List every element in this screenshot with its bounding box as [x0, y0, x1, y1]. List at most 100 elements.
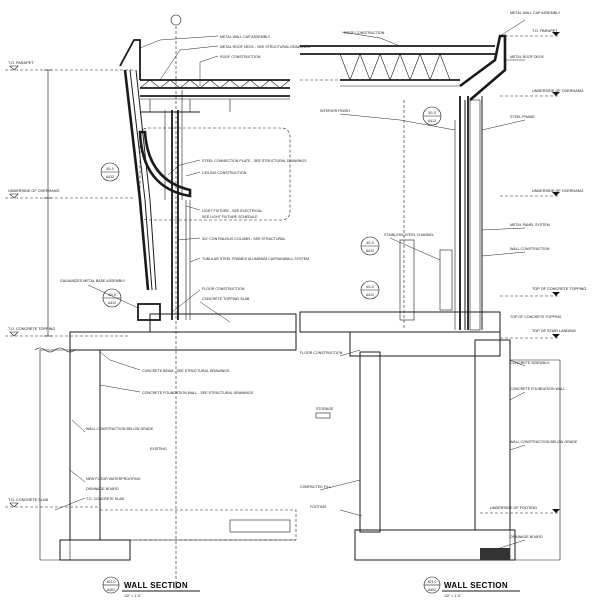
left-note-9: GALVANIZED METAL BASE ASSEMBLY [60, 279, 126, 283]
left-note-7: 3/4" CONTINUOUS COLUMN - SEE STRUCTURAL [202, 237, 286, 241]
svg-text:4/1.0: 4/1.0 [108, 293, 116, 297]
left-level-parapet: T.O. PARAPET [8, 61, 34, 65]
left-note-16: NEW FLOOR WATERPROOFING [86, 477, 141, 481]
left-note-14: WALL CONSTRUCTION BELOW GRADE [86, 427, 154, 431]
left-level-overhang: UNDERSIDE OF OVERHANG [8, 189, 60, 193]
right-footing [354, 529, 516, 561]
left-section-scale: 1/2" = 1'-0" [124, 594, 142, 598]
right-note-2: METAL ROOF DECK [510, 55, 545, 59]
right-leaders [319, 19, 526, 549]
left-title-callout-bottom: A402 [107, 588, 115, 592]
left-note-15: EXISTING [150, 447, 167, 451]
left-level-topping: T.O. CONCRETE TOPPING [8, 327, 55, 331]
right-earth-fill [509, 359, 561, 561]
left-note-1: METAL ROOF DECK - SEE STRUCTURAL DRAWING… [220, 45, 311, 49]
svg-text:4/1.0: 4/1.0 [106, 167, 114, 171]
right-level-overhang-2: UNDERSIDE OF OVERHANG [532, 189, 584, 193]
left-leaders [54, 35, 231, 511]
left-floor-construction [149, 313, 297, 333]
left-note-5: LIGHT FIXTURE - SEE ELECTRICAL [202, 209, 262, 213]
svg-text:4/1.0: 4/1.0 [366, 285, 374, 289]
right-note-12: FLOOR CONSTRUCTION [300, 351, 343, 355]
left-note-8: TUBULAR STEEL FRAMED ALUMINUM CURTAINWAL… [202, 257, 309, 261]
left-slab-on-grade [99, 509, 297, 541]
left-base-assembly [137, 303, 161, 321]
left-detail-bubble-1: 4/1.0 A412 [100, 162, 120, 182]
left-note-2: ROOF CONSTRUCTION [220, 55, 261, 59]
right-wall-section: T.O. PARAPET UNDERSIDE OF OVERHANG UNDER… [299, 11, 586, 598]
left-note-12: CONCRETE BEAM - SEE STRUCTURAL DRAWINGS [142, 369, 230, 373]
left-footing [59, 539, 131, 561]
left-detail-bubble-2: 4/1.0 A412 [102, 288, 122, 308]
left-title-callout-top: 4E1.0 [107, 580, 116, 584]
right-detail-bubble-3: 4/1.0 A412 [360, 280, 380, 300]
right-detail-bubble-1: 4/1.0 A412 [422, 106, 442, 126]
left-detail-callout-box [139, 127, 291, 221]
left-roof-truss [139, 79, 291, 113]
right-room-tag-storage: STORAGE [315, 407, 334, 419]
right-level-overhang-1: UNDERSIDE OF OVERHANG [532, 89, 584, 93]
left-parapet-cap [119, 39, 141, 80]
left-grid-bubble [170, 14, 182, 26]
svg-text:A412: A412 [108, 301, 116, 305]
svg-text:A412: A412 [366, 293, 374, 297]
right-title-block: 4E1.0 A402 WALL SECTION 1/2" = 1'-0" [423, 576, 520, 598]
right-title-callout-top: 4E1.0 [428, 580, 437, 584]
left-earth-fill [39, 349, 71, 561]
left-curved-soffit [138, 130, 192, 198]
right-metal-panel-wall [454, 96, 483, 331]
left-note-10: FLOOR CONSTRUCTION [202, 287, 245, 291]
left-note-17: DRAINAGE BOARD [86, 487, 119, 491]
svg-text:4/1.0: 4/1.0 [366, 241, 374, 245]
right-note-15: DRAINAGE BOARD [510, 535, 543, 539]
right-floor-construction [349, 331, 501, 357]
left-topping-slab [69, 331, 297, 351]
svg-text:STORAGE: STORAGE [316, 407, 334, 411]
left-wall-section: T.O. PARAPET UNDERSIDE OF OVERHANG T.O. … [5, 14, 311, 598]
right-section-title: WALL SECTION [444, 581, 508, 590]
right-title-callout-bottom: A402 [428, 588, 436, 592]
right-detail-bubble-2: 4/1.0 A412 [360, 236, 380, 256]
right-note-13: COMPACTED FILL [300, 485, 331, 489]
right-note-10: CONCRETE FOUNDATION WALL [510, 387, 565, 391]
svg-text:4/1.0: 4/1.0 [428, 111, 436, 115]
right-parapet-cap [459, 34, 507, 101]
left-title-block: 4E1.0 A402 WALL SECTION 1/2" = 1'-0" [102, 576, 200, 598]
right-level-stair: TOP OF STAIR LANDING [532, 329, 576, 333]
right-note-0: ROOF CONSTRUCTION [344, 31, 385, 35]
right-note-3: INTERIOR FINISH [320, 109, 350, 113]
left-foundation-wall [69, 349, 101, 541]
left-level-lines [5, 65, 135, 508]
right-note-4: STEEL FRAME [510, 115, 535, 119]
right-level-parapet: T.O. PARAPET [532, 29, 558, 33]
right-section-scale: 1/2" = 1'-0" [444, 594, 462, 598]
left-curtainwall [164, 90, 191, 320]
left-section-title: WALL SECTION [124, 581, 188, 590]
right-note-1: METAL WALL CAP ASSEMBLY [510, 11, 561, 15]
right-note-8: TOP OF CONCRETE TOPPING [510, 315, 562, 319]
right-note-5: METAL PANEL SYSTEM [510, 223, 550, 227]
right-note-6: STAINLESS STEEL CHANNEL [384, 233, 434, 237]
right-level-topping: TOP OF CONCRETE TOPPING [532, 287, 586, 291]
left-note-3: STEEL CONNECTION PLATE - SEE STRUCTURAL … [202, 159, 307, 163]
svg-text:A412: A412 [428, 119, 436, 123]
right-level-footing: UNDERSIDE OF FOOTING [490, 506, 537, 510]
left-note-6: SEE LIGHT FIXTURE SCHEDULE [202, 215, 258, 219]
svg-text:A412: A412 [366, 249, 374, 253]
left-note-0: METAL WALL CAP ASSEMBLY [220, 35, 271, 39]
right-note-14: FOOTING [310, 505, 327, 509]
left-note-13: CONCRETE FOUNDATION WALL - SEE STRUCTURA… [142, 391, 254, 395]
right-stair-channel [399, 239, 415, 321]
left-note-4: CEILING CONSTRUCTION [202, 171, 247, 175]
right-level-lines [480, 32, 560, 514]
left-curved-fascia [123, 69, 150, 291]
svg-text:A412: A412 [106, 175, 114, 179]
right-note-9: CONCRETE SIDEWALK [510, 361, 550, 365]
right-interior-wall [359, 351, 381, 533]
left-note-18: T.O. CONCRETE SLAB [86, 497, 125, 501]
left-level-slab: T.O. CONCRETE SLAB [8, 498, 49, 502]
right-note-7: WALL CONSTRUCTION [510, 247, 550, 251]
right-drain [480, 548, 510, 560]
